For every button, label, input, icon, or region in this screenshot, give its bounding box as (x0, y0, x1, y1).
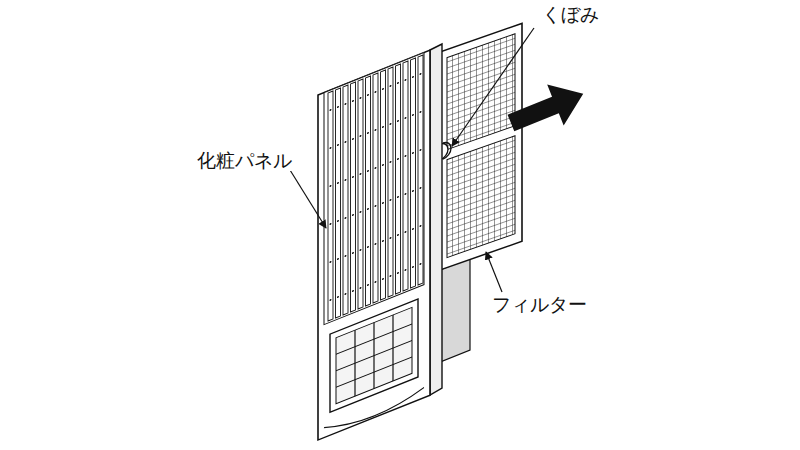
pull-arrow (503, 73, 592, 143)
leader-line (452, 28, 534, 146)
slot (440, 258, 470, 362)
part-label: 化粧パネル (195, 150, 294, 171)
leader-line (290, 170, 326, 228)
panel-side (430, 44, 442, 395)
filter-drawing (440, 23, 522, 270)
part-label: くぼみ (540, 4, 601, 25)
leader-line (486, 252, 502, 292)
part-label: フィルター (490, 294, 589, 315)
panel-drawing (318, 50, 430, 440)
